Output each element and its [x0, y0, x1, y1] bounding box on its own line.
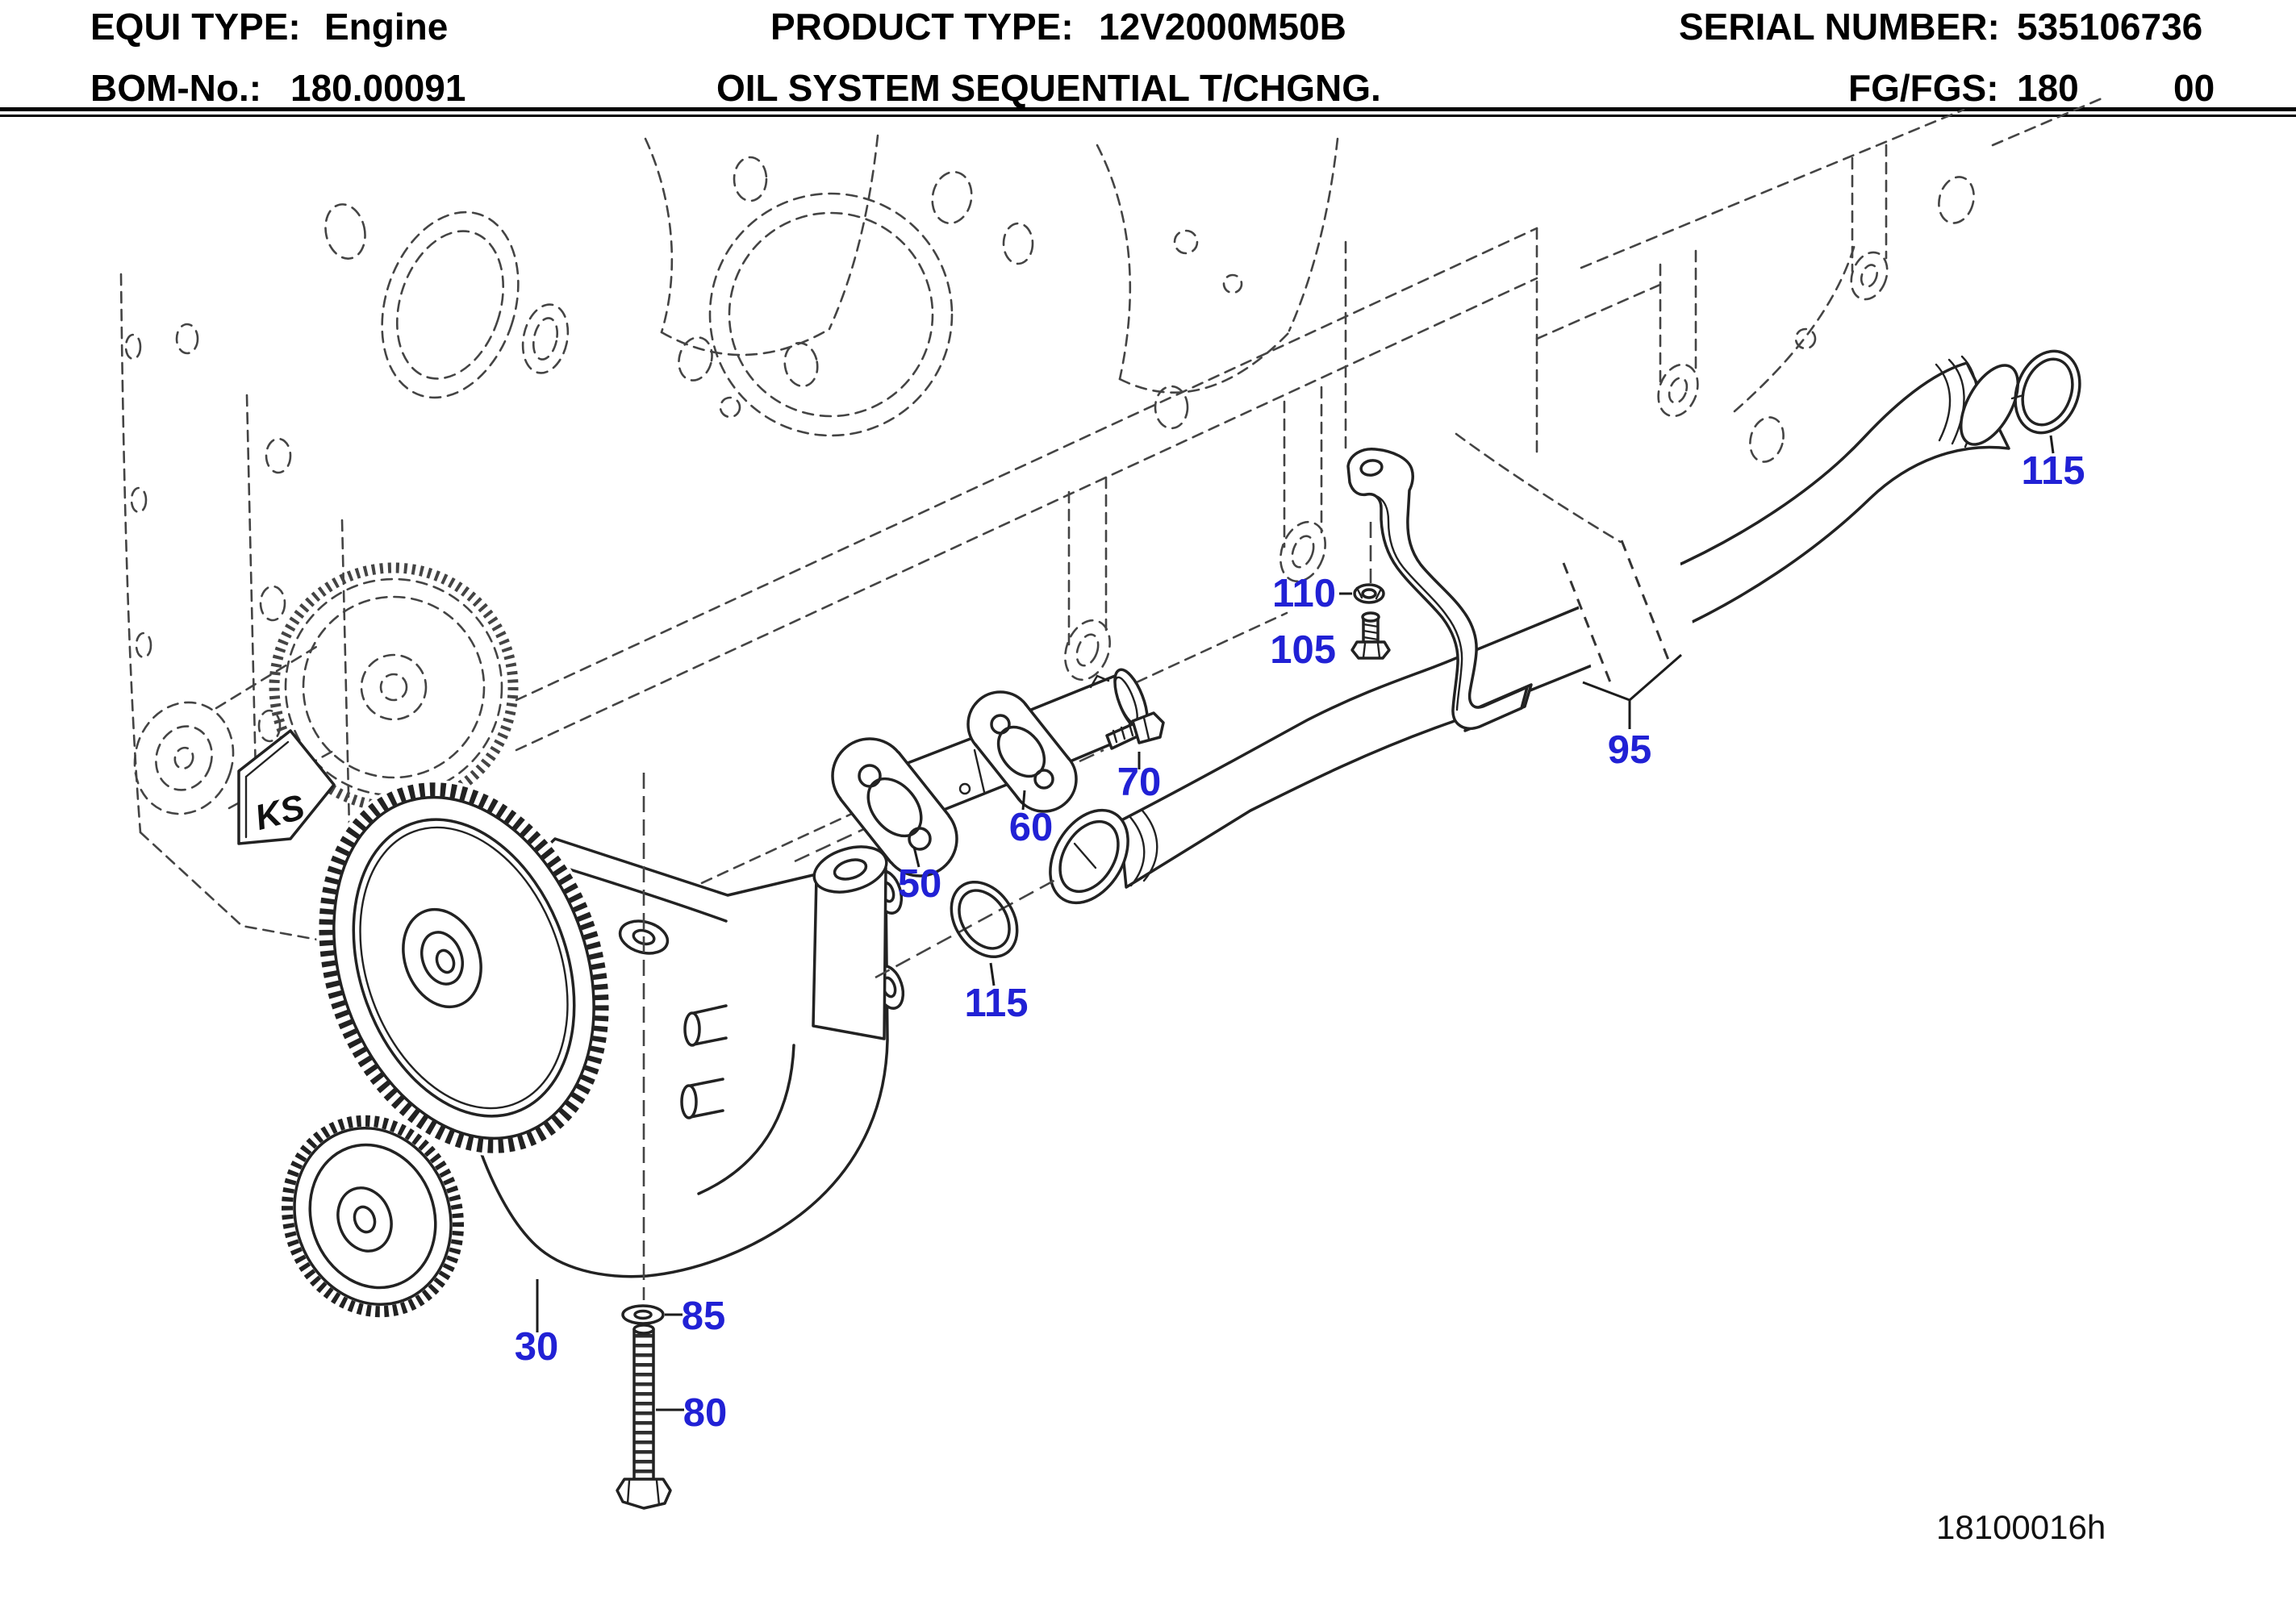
callout-85[interactable]: 85 — [682, 1294, 726, 1338]
product-type-label: PRODUCT TYPE: — [770, 6, 1074, 48]
bracket-bolt-hole — [1359, 459, 1384, 477]
callout-95[interactable]: 95 — [1608, 728, 1652, 772]
callout-115-upper[interactable]: 115 — [2021, 449, 2085, 493]
callout-80[interactable]: 80 — [683, 1391, 728, 1435]
serial-number-value: 535106736 — [2017, 6, 2203, 48]
pipe-bell-mouth — [1049, 808, 1129, 905]
pipe-end-collar — [1959, 364, 2020, 446]
bolt-105-drawing — [1350, 611, 1391, 660]
equi-type-value: Engine — [324, 6, 449, 48]
screw-70-drawing — [1105, 711, 1165, 750]
oil-pipe — [1049, 355, 2025, 905]
header-rule-thick — [0, 107, 2296, 111]
bom-number-value: 180.00091 — [290, 67, 466, 109]
callout-115-lower[interactable]: 115 — [964, 982, 1028, 1025]
ks-direction-arrow: KS — [237, 729, 336, 845]
header-rule-thin — [0, 115, 2296, 117]
fg-fgs-value-2: 00 — [2173, 67, 2215, 109]
fg-fgs-value: 180 — [2017, 67, 2079, 109]
pipe-break-marks — [1562, 521, 1704, 721]
callout-70[interactable]: 70 — [1117, 761, 1162, 804]
fg-fgs-label: FG/FGS: — [1848, 67, 1999, 109]
product-type-value: 12V2000M50B — [1099, 6, 1346, 48]
bolt-80-drawing — [616, 1324, 672, 1510]
figure-number: 18100016h — [1936, 1508, 2106, 1546]
callout-50[interactable]: 50 — [898, 862, 942, 906]
pump-drive-gear — [316, 779, 612, 1157]
serial-number-label: SERIAL NUMBER: — [1679, 6, 2000, 48]
pipe-mounting-bracket — [1346, 448, 1529, 730]
pump-idler-gear — [279, 1112, 466, 1320]
washer-85-drawing — [621, 1304, 665, 1325]
oil-pump-drawing — [279, 779, 905, 1320]
o-ring-115-upper-drawing — [2014, 349, 2081, 435]
equi-type-label: EQUI TYPE: — [90, 6, 301, 48]
callout-leader-lines — [536, 435, 2055, 1411]
o-ring-115-lower-drawing — [950, 880, 1019, 959]
page-title: OIL SYSTEM SEQUENTIAL T/CHGNG. — [716, 67, 1381, 109]
callout-60[interactable]: 60 — [1009, 806, 1054, 849]
bom-number-label: BOM-No.: — [90, 67, 262, 109]
callout-105[interactable]: 105 — [1270, 628, 1336, 672]
flange-fitting-60-drawing — [966, 668, 1149, 813]
callout-110[interactable]: 110 — [1272, 572, 1336, 615]
callout-30[interactable]: 30 — [515, 1325, 559, 1369]
washer-110-drawing — [1353, 583, 1385, 604]
